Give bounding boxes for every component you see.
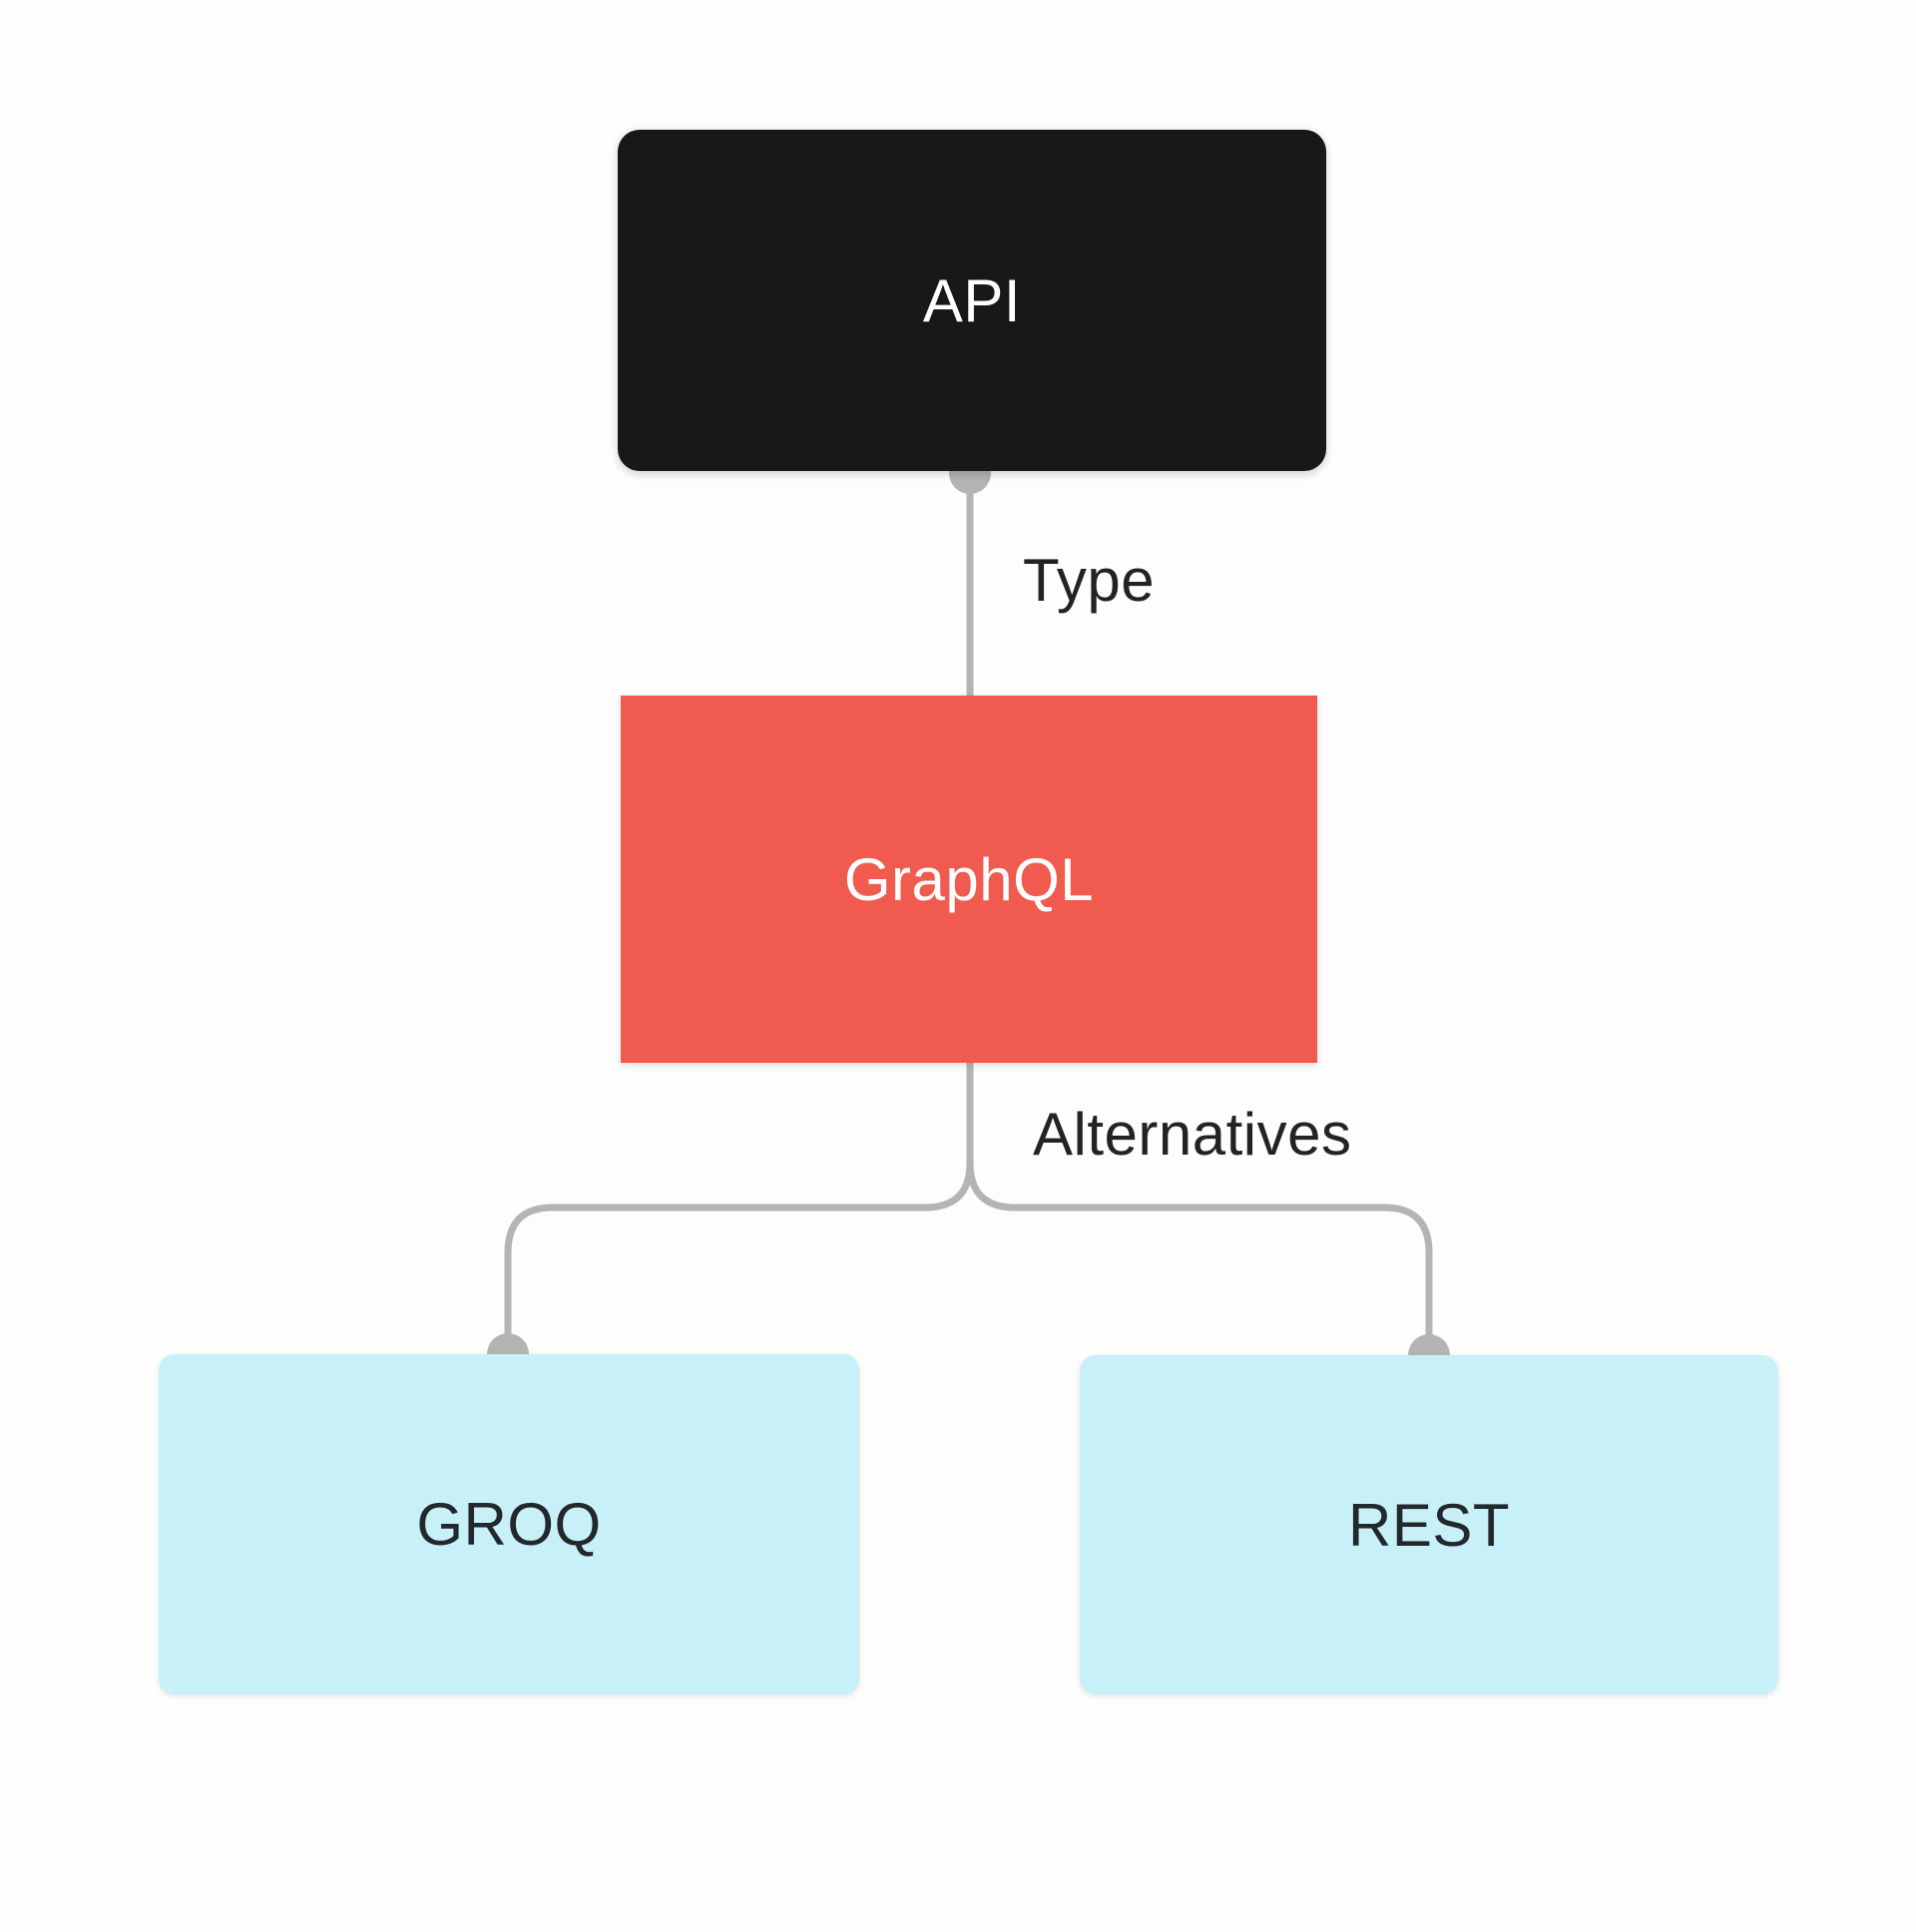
node-api-label: API [922, 266, 1022, 334]
node-api: API [618, 130, 1326, 471]
node-groq-label: GROQ [416, 1491, 602, 1558]
node-graphql-label: GraphQL [843, 845, 1095, 913]
node-rest: REST [1080, 1355, 1778, 1694]
edge-label-alternatives: Alternatives [1033, 1101, 1352, 1168]
edge-graphql-rest-line [966, 1063, 1433, 1355]
edge-label-type: Type [1023, 547, 1156, 614]
node-rest-label: REST [1347, 1491, 1511, 1559]
node-graphql: GraphQL [621, 696, 1317, 1063]
node-groq: GROQ [159, 1354, 859, 1694]
edge-graphql-groq-line [504, 1063, 974, 1354]
